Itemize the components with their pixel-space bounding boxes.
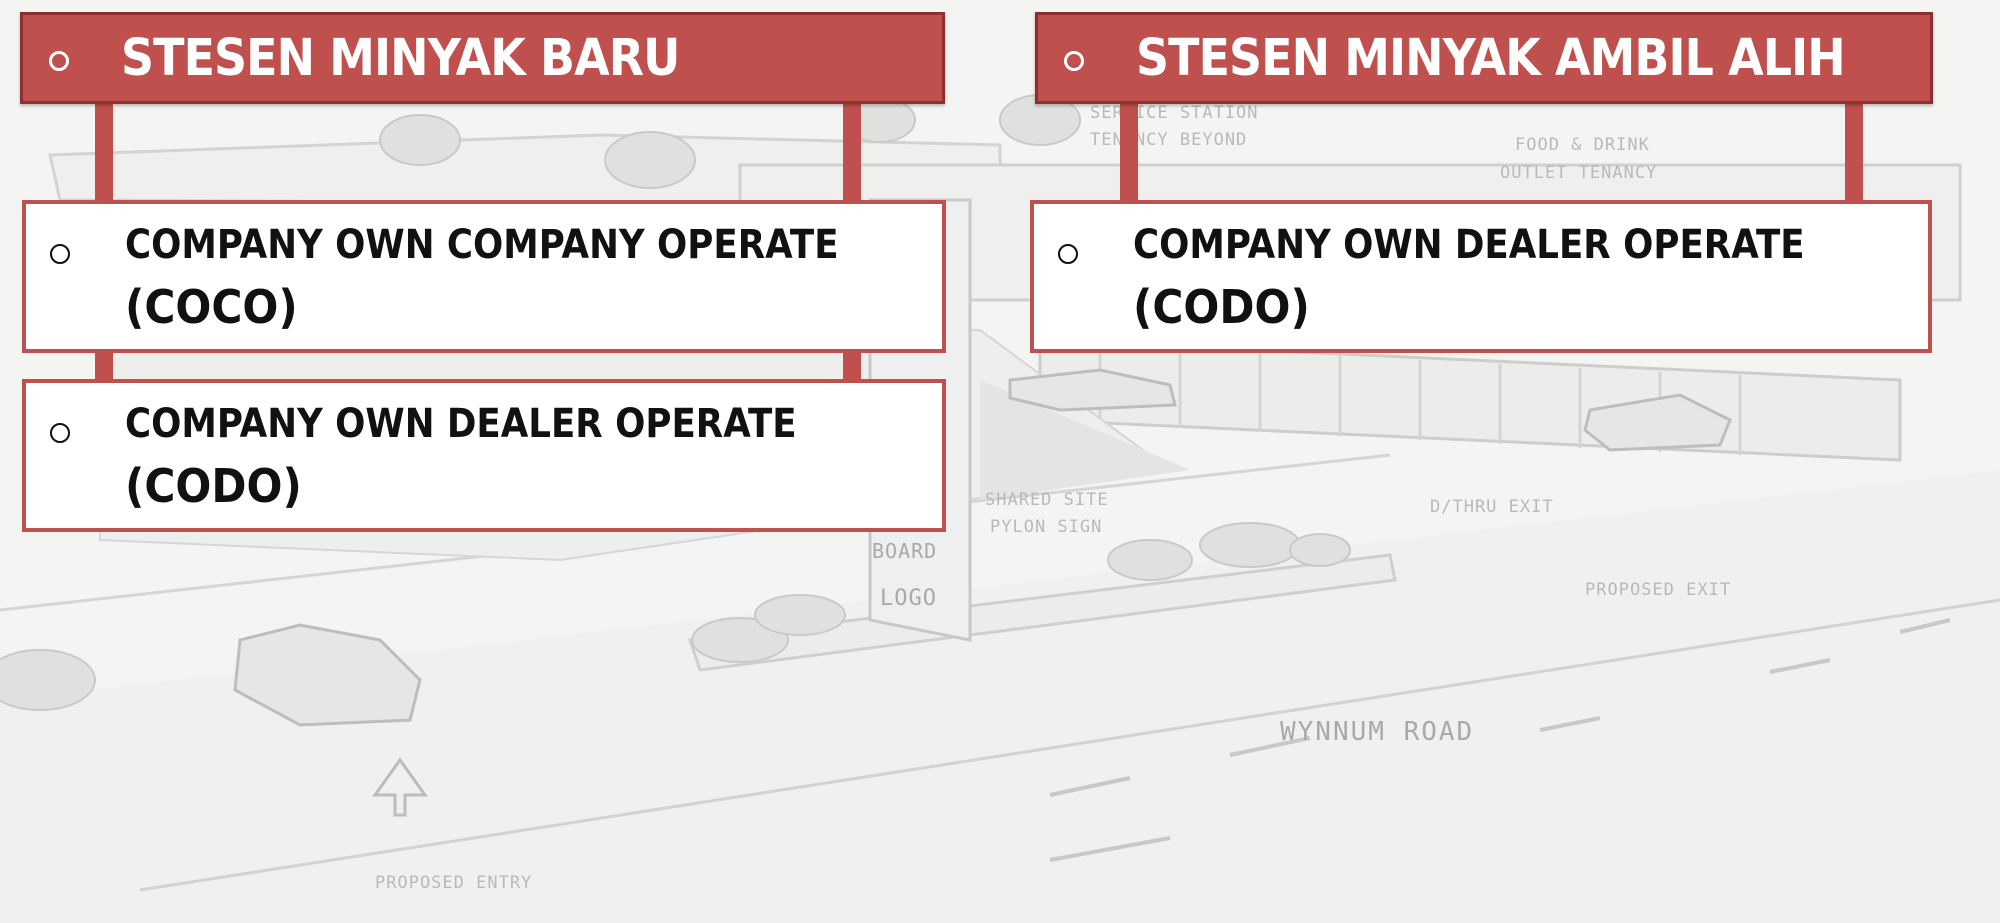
sketch-label-food-drink: FOOD & DRINK	[1515, 135, 1650, 155]
item-line2: (CODO)	[1133, 280, 1310, 334]
left-item-codo: COMPANY OWN DEALER OPERATE (CODO)	[22, 379, 946, 532]
sketch-label-logo: LOGO	[880, 586, 937, 611]
item-line1: COMPANY OWN DEALER OPERATE	[125, 401, 797, 447]
bullet-icon	[49, 51, 69, 71]
item-line1: COMPANY OWN DEALER OPERATE	[1133, 222, 1805, 268]
header-stesen-minyak-baru: STESEN MINYAK BARU	[20, 12, 945, 104]
sketch-label-proposed-entry: PROPOSED ENTRY	[375, 873, 532, 893]
item-line2: (CODO)	[125, 459, 302, 513]
sketch-label-outlet-tenancy: OUTLET TENANCY	[1500, 163, 1657, 183]
sketch-label-pylon-sign: PYLON SIGN	[990, 517, 1102, 537]
right-item-codo: COMPANY OWN DEALER OPERATE (CODO)	[1030, 200, 1932, 353]
sketch-label-board: BOARD	[872, 539, 937, 563]
sketch-label-proposed-exit: PROPOSED EXIT	[1585, 580, 1731, 600]
bullet-icon	[50, 423, 70, 443]
item-line2: (COCO)	[125, 280, 298, 334]
right-post-2	[1845, 100, 1863, 205]
header-stesen-minyak-ambil-alih: STESEN MINYAK AMBIL ALIH	[1035, 12, 1933, 104]
item-line1: COMPANY OWN COMPANY OPERATE	[125, 222, 839, 268]
bullet-icon	[1058, 244, 1078, 264]
sketch-label-service-station: SERVICE STATION	[1090, 103, 1259, 123]
sketch-label-shared-site: SHARED SITE	[985, 490, 1109, 510]
header-title: STESEN MINYAK BARU	[121, 29, 680, 88]
bullet-icon	[50, 244, 70, 264]
sketch-label-dthru-exit: D/THRU EXIT	[1430, 497, 1554, 517]
bullet-icon	[1064, 51, 1084, 71]
right-post-1	[1120, 100, 1138, 205]
left-item-coco: COMPANY OWN COMPANY OPERATE (COCO)	[22, 200, 946, 353]
sketch-label-wynnum-road: WYNNUM ROAD	[1280, 717, 1474, 747]
sketch-label-tenancy-beyond: TENANCY BEYOND	[1090, 130, 1247, 150]
header-title: STESEN MINYAK AMBIL ALIH	[1136, 29, 1846, 88]
